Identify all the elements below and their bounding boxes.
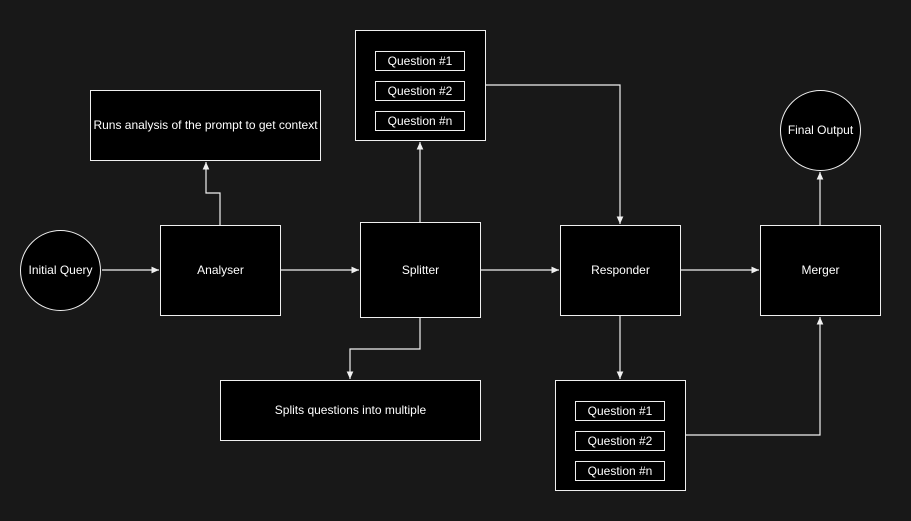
analysis-note-label: Runs analysis of the prompt to get conte… xyxy=(93,118,318,133)
question-label: Question #n xyxy=(387,113,453,128)
question-item[interactable]: Question #1 xyxy=(575,401,665,421)
question-label: Question #2 xyxy=(387,83,453,98)
question-item[interactable]: Question #2 xyxy=(575,431,665,451)
splitter-label: Splitter xyxy=(401,262,440,277)
responder-label: Responder xyxy=(591,263,650,278)
splitter-node[interactable]: Splitter xyxy=(360,222,481,318)
analyser-label: Analyser xyxy=(197,263,244,278)
question-label: Question #1 xyxy=(587,403,653,418)
final-output-label: Final Output xyxy=(787,123,854,138)
final-output-node[interactable]: Final Output xyxy=(780,90,861,171)
question-item[interactable]: Question #n xyxy=(375,111,465,131)
edge-questions-to-responder xyxy=(486,84,624,224)
initial-query-label: Initial Query xyxy=(28,263,93,278)
question-label: Question #1 xyxy=(387,53,453,68)
question-label: Question #2 xyxy=(587,433,653,448)
question-label: Question #n xyxy=(587,463,653,478)
questions-container-bottom[interactable]: Question #1 Question #2 Question #n xyxy=(555,380,686,491)
questions-container-top[interactable]: Question #1 Question #2 Question #n xyxy=(355,30,486,141)
split-note-box[interactable]: Splits questions into multiple xyxy=(220,380,481,441)
responder-node[interactable]: Responder xyxy=(560,225,681,316)
question-item[interactable]: Question #n xyxy=(575,461,665,481)
question-item[interactable]: Question #2 xyxy=(375,81,465,101)
split-note-label: Splits questions into multiple xyxy=(274,403,427,418)
initial-query-node[interactable]: Initial Query xyxy=(20,230,101,311)
edge-questions-to-merger xyxy=(686,317,824,436)
analyser-node[interactable]: Analyser xyxy=(160,225,281,316)
question-item[interactable]: Question #1 xyxy=(375,51,465,71)
edge-splitter-to-note xyxy=(346,318,421,379)
analysis-note-box[interactable]: Runs analysis of the prompt to get conte… xyxy=(90,90,321,161)
merger-node[interactable]: Merger xyxy=(760,225,881,316)
merger-label: Merger xyxy=(801,263,840,278)
edge-analyser-to-note xyxy=(202,162,221,225)
